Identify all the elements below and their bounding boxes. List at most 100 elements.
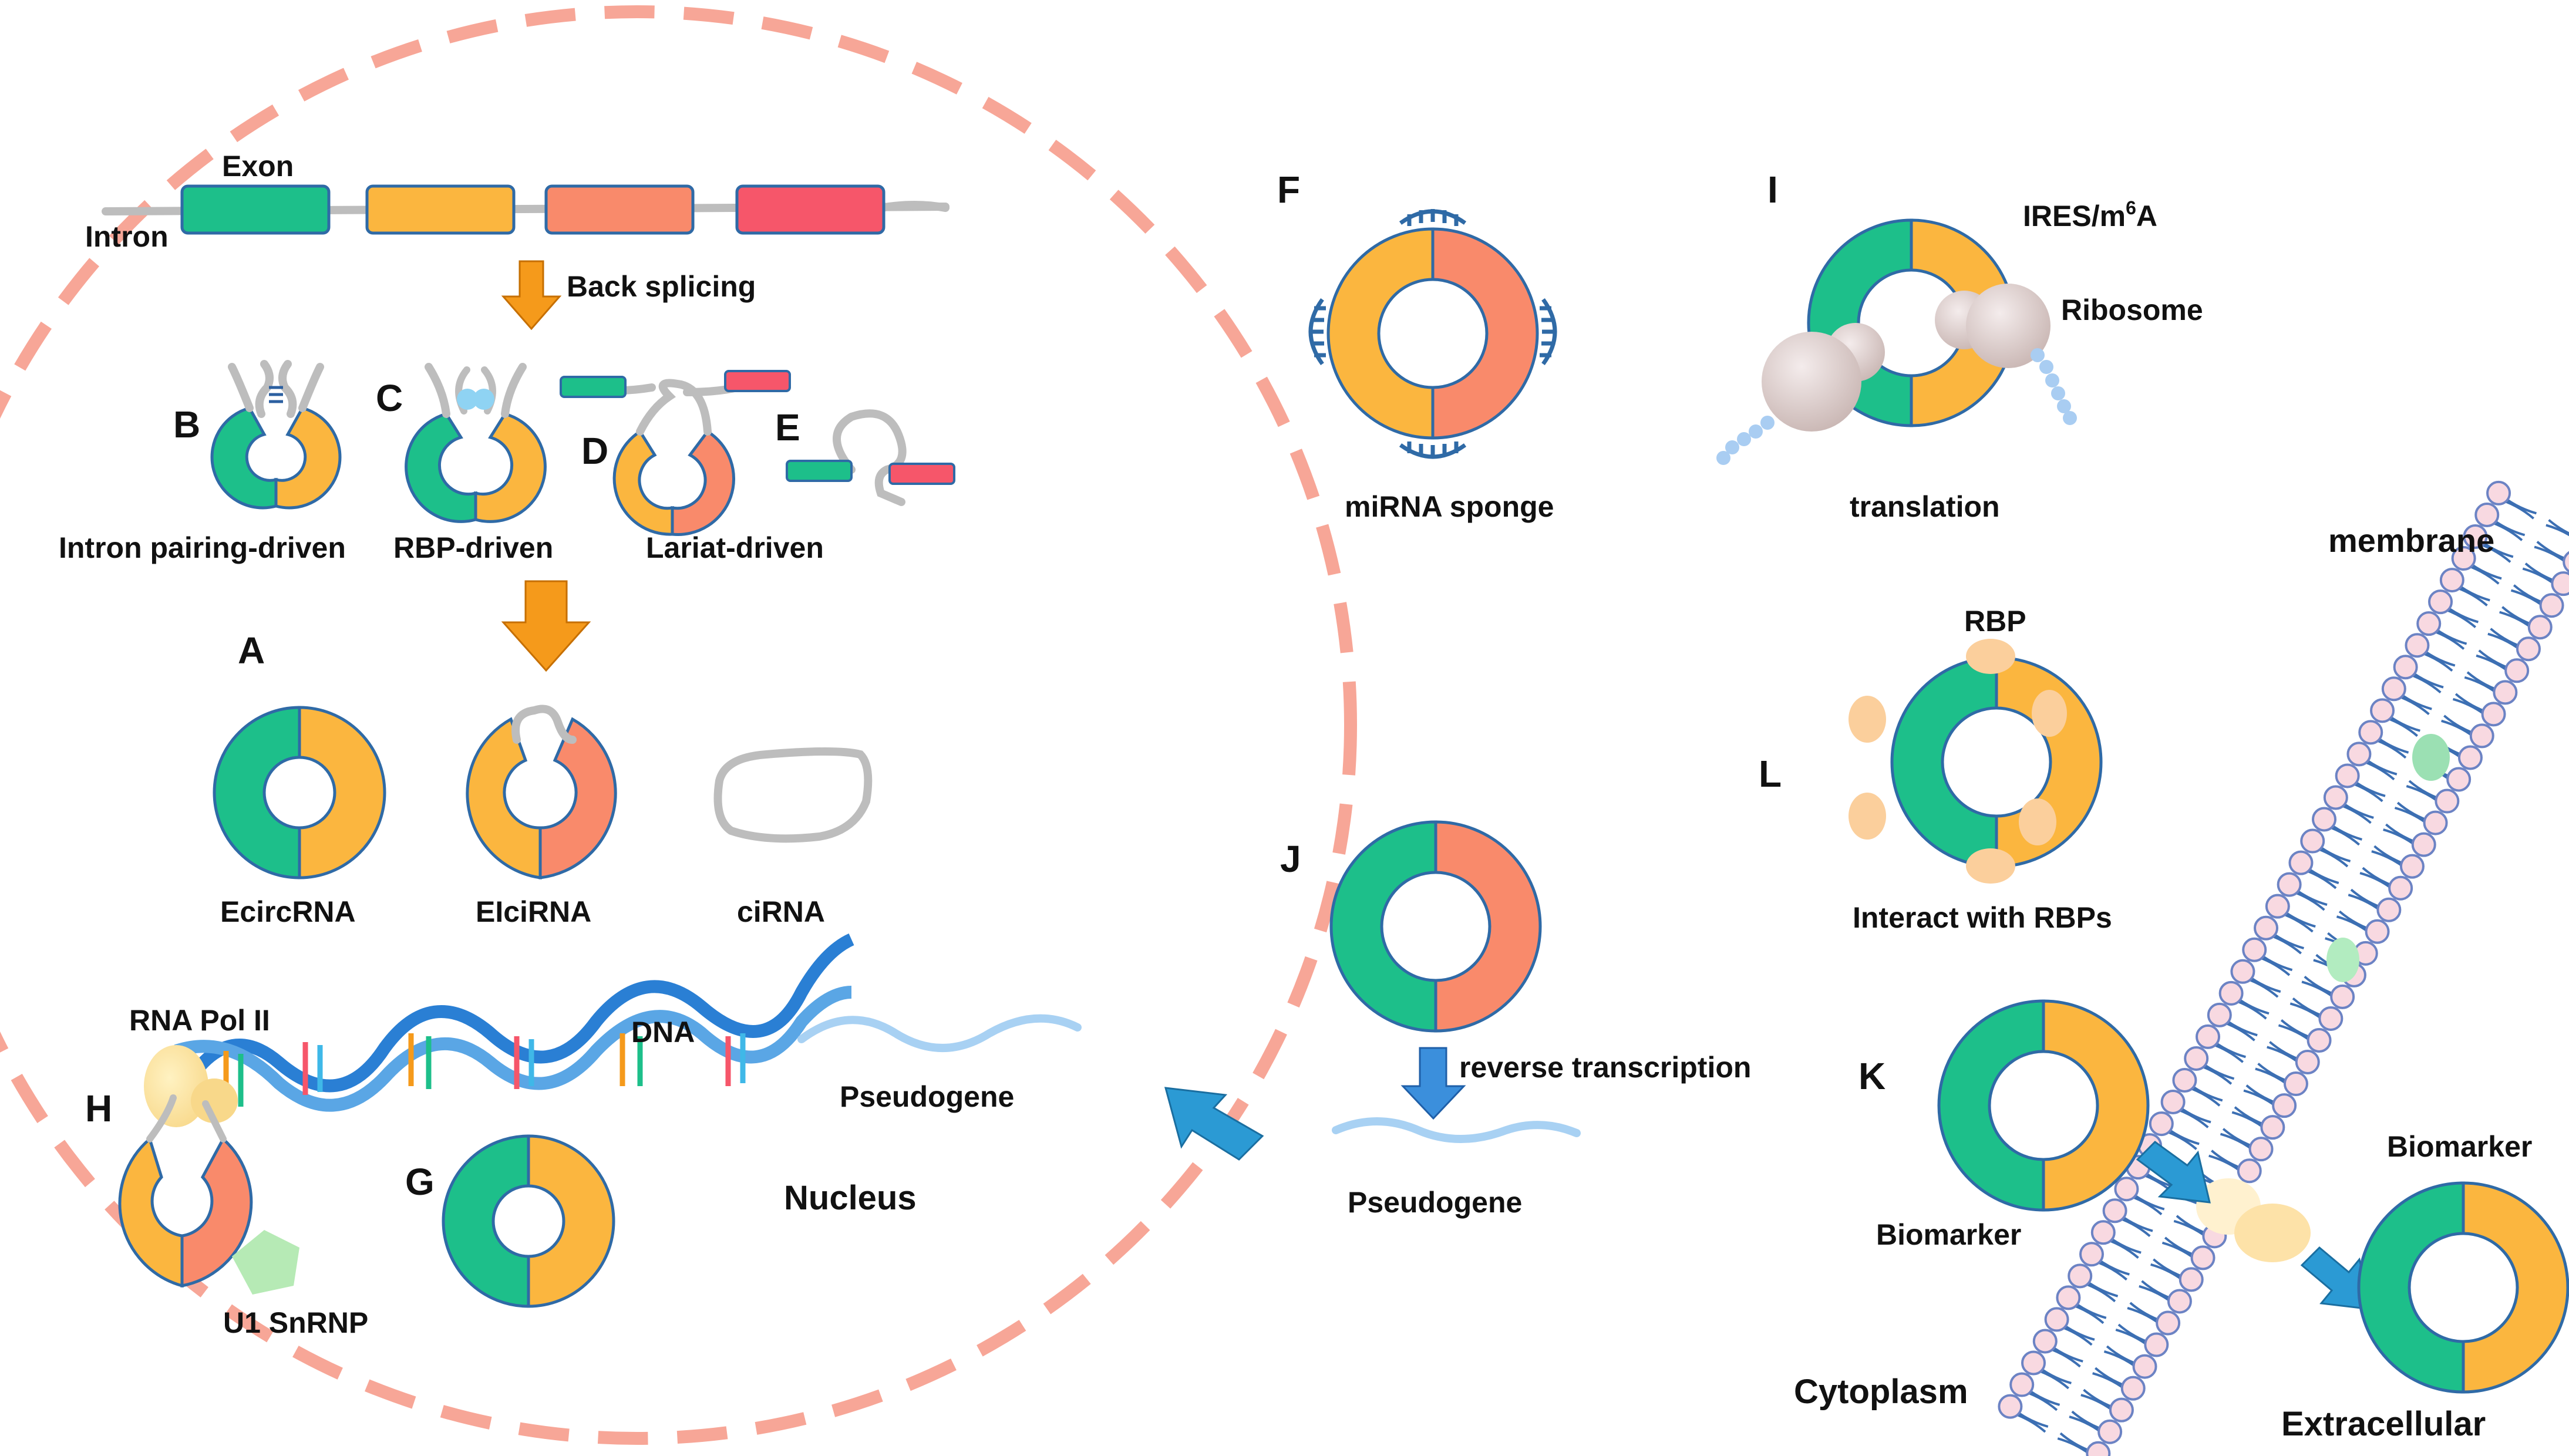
exon-salmon — [544, 184, 695, 235]
lipid-head — [2248, 1137, 2274, 1162]
pseudogene-cyto-strand — [1332, 1117, 1581, 1143]
dna-label: DNA — [631, 1016, 695, 1049]
rbp-label: RBP — [1964, 605, 2026, 638]
lipid-head — [2358, 720, 2383, 745]
rna-pol-label: RNA Pol II — [129, 1004, 270, 1037]
lipid-head — [2504, 658, 2530, 683]
extracellular-label: Extracellular — [2281, 1405, 2486, 1443]
panel-k-label: K — [1858, 1055, 1885, 1097]
lipid-head — [2399, 854, 2425, 879]
panel-g-label: G — [405, 1161, 435, 1203]
lipid-head — [2120, 1376, 2146, 1401]
lipid-head — [2242, 937, 2267, 962]
lipid-head — [2405, 633, 2430, 658]
lipid-head — [2044, 1307, 2069, 1332]
mirna-sponge-label: miRNA sponge — [1345, 490, 1554, 523]
exon-label: Exon — [222, 150, 294, 183]
panel-a-label: A — [238, 629, 265, 672]
panel-d-label: D — [581, 430, 608, 472]
lipid-head — [1998, 1394, 2023, 1419]
intron-lariat — [786, 409, 955, 506]
rbp-driven-circle — [405, 363, 547, 523]
biomarker-in-circle — [1937, 999, 2150, 1212]
lipid-head — [2207, 1002, 2232, 1027]
cytoplasm-label: Cytoplasm — [1794, 1373, 1968, 1411]
biomarker-out-circle — [2357, 1181, 2569, 1394]
lipid-head — [2230, 959, 2255, 984]
lipid-head — [2196, 1024, 2221, 1049]
rbp-circle — [1849, 639, 2103, 884]
panel-l-label: L — [1759, 753, 1782, 795]
lipid-head — [2109, 1397, 2134, 1423]
lipid-head — [2090, 1220, 2116, 1245]
lipid-head — [2539, 593, 2564, 618]
lipid-head — [2346, 742, 2372, 767]
lipid-head — [2068, 1263, 2093, 1289]
lipid-head — [2218, 980, 2244, 1006]
lipid-head — [2009, 1372, 2035, 1397]
cirna-loop — [713, 747, 873, 843]
mirna-sponge-circle — [1308, 209, 1557, 459]
lipid-head — [2439, 568, 2464, 593]
lipid-head — [2149, 1111, 2174, 1137]
nucleus-border — [0, 5, 1357, 1445]
lipid-head — [2032, 1329, 2058, 1354]
lipid-head — [2184, 1046, 2209, 1071]
biomarker-in-label: Biomarker — [1876, 1218, 2021, 1251]
exon-green — [180, 184, 331, 235]
membrane-label: membrane — [2328, 522, 2494, 559]
ecircrna-label: EcircRNA — [220, 895, 356, 928]
lipid-head — [2172, 1067, 2197, 1093]
lipid-head — [2190, 1245, 2216, 1270]
pseudogene-cyto-label: Pseudogene — [1348, 1186, 1522, 1219]
lipid-head — [2457, 745, 2483, 770]
ires-label: IRES/m6A — [2023, 197, 2157, 232]
lipid-head — [2288, 850, 2314, 875]
panel-j-label: J — [1280, 838, 1301, 880]
lipid-head — [2097, 1419, 2123, 1444]
pseudogene-nucleus-strand — [797, 1014, 1082, 1052]
interact-rbps-label: Interact with RBPs — [1853, 901, 2112, 934]
lipid-head — [2416, 611, 2442, 636]
export-arrow-1 — [2136, 1141, 2211, 1204]
lipid-head — [2114, 1177, 2139, 1202]
lipid-head — [2563, 551, 2569, 573]
lipid-head — [2160, 1090, 2186, 1115]
rbp-driven-label: RBP-driven — [393, 531, 553, 564]
panel-c-label: C — [376, 377, 403, 419]
membrane-protein-1 — [2412, 734, 2450, 781]
lipid-head — [2516, 636, 2541, 662]
pre-mrna — [102, 184, 950, 235]
lipid-head — [2446, 767, 2472, 792]
lipid-head — [2102, 1198, 2127, 1224]
lipid-head — [2021, 1350, 2046, 1376]
reverse-transcription-arrow — [1400, 1047, 1466, 1120]
cirna-label: ciRNA — [737, 895, 825, 928]
lipid-head — [2376, 897, 2402, 922]
pseudogene-nucleus-label: Pseudogene — [840, 1080, 1014, 1113]
h-circle — [118, 1094, 253, 1288]
lipid-head — [2295, 1050, 2320, 1075]
panel-h-label: H — [85, 1087, 112, 1130]
eicirna-circle — [466, 705, 617, 879]
cell-membrane — [1998, 480, 2569, 1456]
biogenesis-arrow — [501, 580, 591, 672]
g-circle — [442, 1134, 615, 1308]
exon-red — [735, 184, 885, 235]
lipid-head — [2260, 1115, 2285, 1140]
lipid-head — [2481, 702, 2506, 727]
lipid-head — [2079, 1242, 2105, 1267]
lipid-head — [2411, 832, 2436, 857]
u1-label: U1 SnRNP — [223, 1306, 368, 1339]
lipid-head — [2469, 723, 2494, 749]
lipid-head — [2272, 1093, 2297, 1118]
back-splicing-label: Back splicing — [567, 270, 756, 303]
lipid-head — [2318, 1006, 2344, 1031]
lipid-head — [2381, 676, 2406, 702]
intron-pairing-circle — [210, 360, 342, 510]
exon-yellow — [365, 184, 516, 235]
lipid-head — [2277, 872, 2302, 897]
lipid-head — [2144, 1332, 2169, 1357]
ribosome-label: Ribosome — [2061, 294, 2203, 326]
lipid-head — [2451, 546, 2476, 571]
